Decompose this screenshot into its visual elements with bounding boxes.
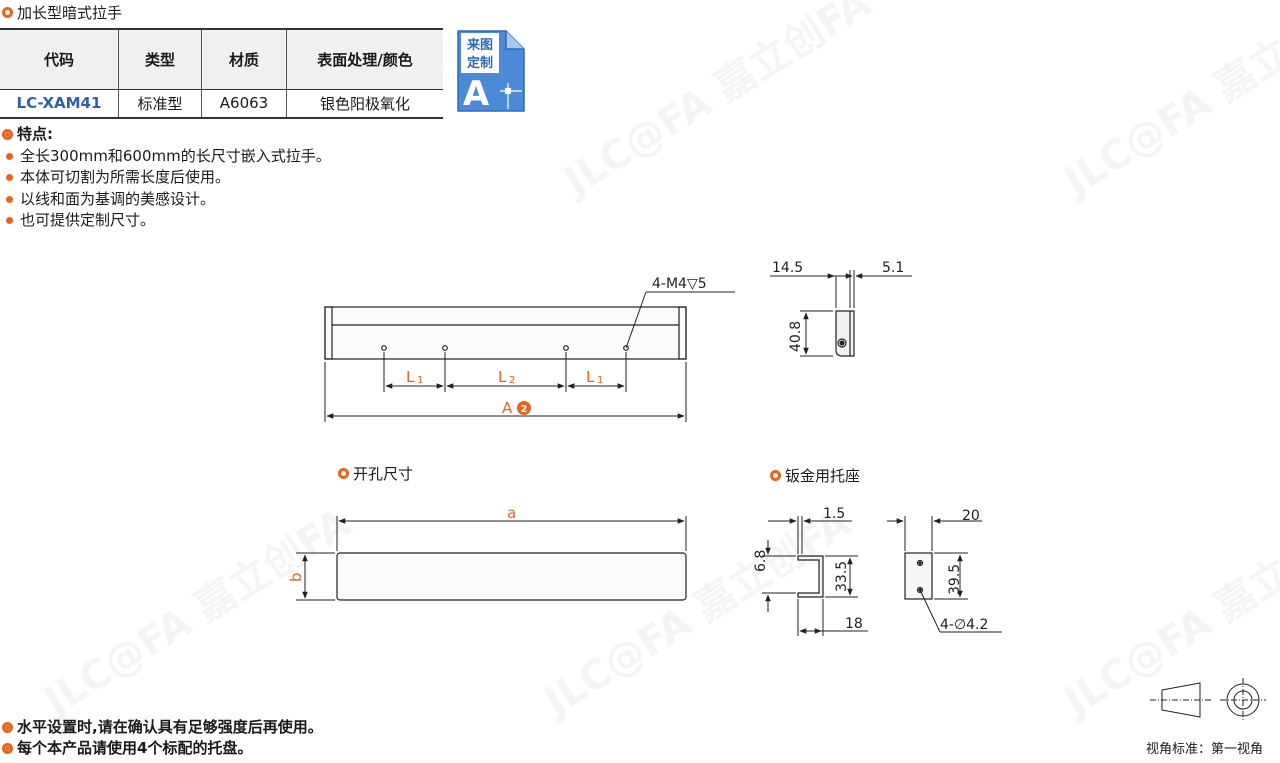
- spec-table: 代码 类型 材质 表面处理/颜色 LC-XAM41 标准型 A6063 银色阳极…: [0, 28, 443, 119]
- cutout-dimension-lines: [296, 516, 687, 601]
- table-cell: 标准型: [118, 89, 202, 118]
- dim-l1-sub: 1: [417, 375, 423, 386]
- section-ring-icon: [2, 722, 13, 733]
- note-number-icon: [517, 401, 531, 415]
- bracket-front-view: [904, 552, 933, 600]
- handle-side-view: [835, 310, 855, 357]
- note-item: 水平设置时,请在确认具有足够强度后再使用。: [2, 717, 323, 738]
- bullet-icon: [6, 195, 13, 203]
- first-angle-projection-icon: [1150, 678, 1266, 722]
- badge-line2: 定制: [466, 55, 493, 71]
- dim-a-badge: 2: [521, 404, 528, 415]
- list-item: 也可提供定制尺寸。: [4, 210, 331, 232]
- section-ring-icon: [2, 7, 13, 18]
- cutout-view: [336, 552, 687, 601]
- side-width-label: 14.5: [772, 260, 803, 276]
- notes-section: 水平设置时,请在确认具有足够强度后再使用。 每个本产品请使用4个标配的托盘。: [2, 717, 323, 759]
- dim-l1-sub: 1: [597, 375, 603, 386]
- dim-a-label: A: [502, 399, 513, 417]
- section-ring-icon: [2, 129, 13, 141]
- bracket-h2-label: 33.5: [834, 561, 850, 592]
- table-header-cell: 类型: [118, 29, 202, 89]
- badge-line1: 来图: [466, 37, 493, 53]
- bracket-width-label: 18: [845, 616, 863, 632]
- table-header-cell: 代码: [0, 29, 119, 89]
- dim-l2-label: L: [498, 368, 507, 386]
- dim-l1-label: L: [586, 368, 595, 386]
- table-cell: A6063: [201, 89, 287, 118]
- table-row: LC-XAM41 标准型 A6063 银色阳极氧化: [0, 89, 443, 118]
- section-ring-icon: [2, 743, 13, 754]
- l-dimension-lines: [324, 352, 687, 422]
- badge-letter: A: [463, 74, 490, 113]
- dim-l1-label: L: [406, 368, 415, 386]
- cutout-section-title: 开孔尺寸: [338, 463, 413, 484]
- section-ring-icon: [338, 468, 349, 479]
- dim-l2-sub: 2: [509, 375, 515, 386]
- list-item: 本体可切割为所需长度后使用。: [4, 167, 331, 189]
- page-title: 加长型暗式拉手: [2, 2, 122, 23]
- bracket-front-dimension-lines: [887, 516, 1002, 633]
- features-header: 特点:: [2, 124, 331, 146]
- section-ring-icon: [770, 470, 781, 481]
- list-item: 全长300mm和600mm的长尺寸嵌入式拉手。: [4, 146, 331, 168]
- bullet-icon: [6, 174, 13, 182]
- bullet-icon: [6, 152, 13, 160]
- features-section: 特点: 全长300mm和600mm的长尺寸嵌入式拉手。 本体可切割为所需长度后使…: [2, 124, 331, 232]
- bracket-side-view: [797, 555, 824, 598]
- side-offset-label: 5.1: [882, 260, 904, 276]
- note-item: 每个本产品请使用4个标配的托盘。: [2, 738, 323, 759]
- side-height-label: 40.8: [788, 321, 804, 352]
- cutout-b-label: b: [287, 572, 305, 582]
- bracket-hole-label: 4-∅4.2: [940, 617, 988, 633]
- hole-spec-label: 4-M4▽5: [652, 276, 707, 292]
- side-dimension-lines: [770, 270, 912, 357]
- cutout-a-label: a: [507, 504, 516, 522]
- bracket-side-dimension-lines: [762, 516, 868, 636]
- table-cell: 银色阳极氧化: [319, 94, 410, 113]
- bracket-h3-label: 39.5: [947, 564, 963, 595]
- handle-front-view: [324, 291, 735, 360]
- bracket-section-title: 钣金用托座: [770, 465, 860, 486]
- table-header-cell: 表面处理/颜色: [317, 50, 413, 69]
- table-header-cell: 材质: [201, 29, 287, 89]
- product-code[interactable]: LC-XAM41: [0, 89, 119, 118]
- bullet-icon: [6, 217, 13, 225]
- bracket-thickness-label: 1.5: [823, 506, 845, 522]
- bracket-width2-label: 20: [962, 508, 980, 524]
- projection-standard-label: 视角标准：第一视角: [1146, 742, 1264, 757]
- list-item: 以线和面为基调的美感设计。: [4, 189, 331, 211]
- custom-drawing-badge-icon[interactable]: 来图 定制 A: [456, 29, 526, 113]
- bracket-h1-label: 6.8: [753, 550, 769, 572]
- table-header-row: 代码 类型 材质 表面处理/颜色: [0, 29, 443, 89]
